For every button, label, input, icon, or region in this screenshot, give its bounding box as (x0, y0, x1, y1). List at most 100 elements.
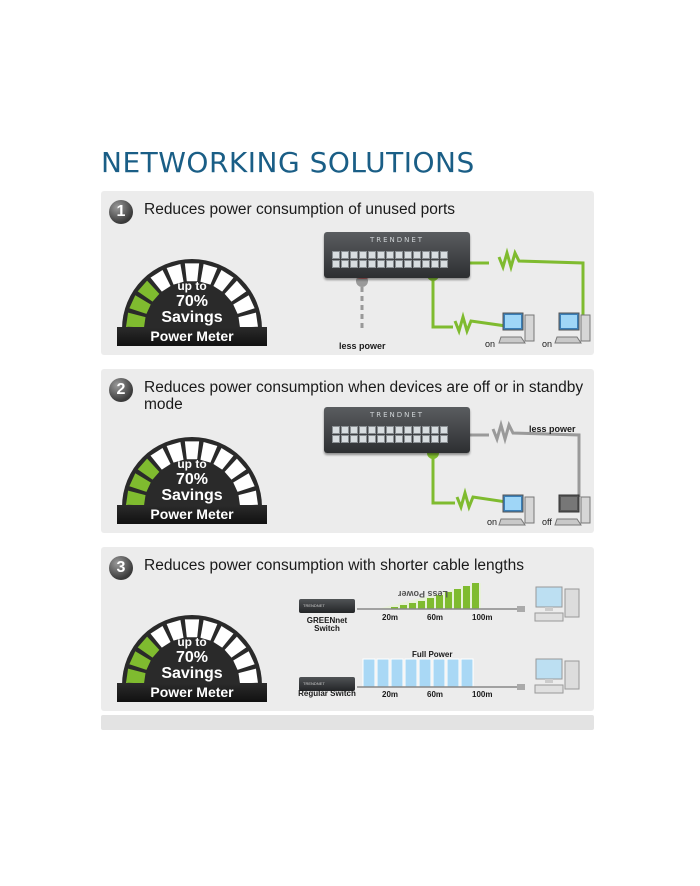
power-bar (427, 598, 434, 609)
switch-port (440, 426, 448, 434)
meter-segment (200, 442, 218, 463)
meter-segment (166, 620, 184, 641)
meter-segment (224, 636, 247, 658)
switch-port (413, 251, 421, 259)
switch-port (368, 426, 376, 434)
switch-port (440, 260, 448, 268)
switch-brand: TRENDNET (369, 411, 425, 419)
pc-status-label: on (542, 339, 553, 349)
switch-port (386, 435, 394, 443)
meter-segment (166, 442, 184, 463)
power-bar (446, 658, 460, 688)
computer-on-icon (498, 494, 535, 526)
switch-port (422, 260, 430, 268)
meter-segment (184, 619, 200, 638)
step-heading: Reduces power consumption with shorter c… (144, 557, 524, 574)
distance-label: 60m (427, 613, 444, 622)
power-bar (432, 658, 446, 688)
meter-up-to: up to (177, 635, 207, 649)
pc-status-label: on (485, 339, 496, 349)
switch-port (359, 426, 367, 434)
meter-segment (184, 441, 200, 460)
power-meter-gauge-icon (122, 615, 262, 685)
switch-port (368, 260, 376, 268)
less-power-label: less power (339, 341, 386, 351)
switch-port (422, 251, 430, 259)
switch-port (359, 435, 367, 443)
computer-icon (534, 586, 580, 622)
distance-label: 100m (472, 613, 493, 622)
meter-segment (150, 447, 171, 470)
switch-port (359, 260, 367, 268)
pc-status-label: off (542, 517, 552, 527)
meter-segment (137, 280, 160, 302)
switch-port (332, 251, 340, 259)
network-switch: TRENDNET (324, 232, 470, 278)
meter-label: Power Meter (117, 683, 267, 702)
computer-off-icon (554, 494, 591, 526)
greennet-switch-label: GREENnet Switch (306, 616, 348, 633)
meter-segment (126, 312, 146, 328)
power-meter: up to 70% Savings Power Meter (117, 421, 267, 526)
meter-segment (213, 269, 234, 292)
meter-segment (129, 473, 151, 492)
meter-segment (224, 280, 247, 302)
switch-port (431, 426, 439, 434)
meter-segment (129, 651, 151, 670)
switch-port (332, 435, 340, 443)
switch-port (350, 426, 358, 434)
switch-port (431, 260, 439, 268)
meter-segment (238, 312, 258, 328)
distance-label: 20m (382, 690, 399, 699)
computer-icon (534, 658, 580, 694)
switch-port (404, 251, 412, 259)
step-number-badge: 2 (109, 378, 133, 402)
meter-segment (233, 651, 255, 670)
power-bar (454, 589, 461, 609)
power-bar (436, 595, 443, 609)
power-meter-gauge-icon (122, 259, 262, 329)
power-meter: up to 70% Savings Power Meter (117, 599, 267, 704)
meter-segment (137, 458, 160, 480)
switch-port (341, 435, 349, 443)
switch-port (413, 260, 421, 268)
computer-on-icon (554, 312, 591, 344)
distance-label: 20m (382, 613, 399, 622)
meter-segment (224, 458, 247, 480)
switch-port (395, 435, 403, 443)
meter-segment (150, 269, 171, 292)
meter-savings: Savings (161, 665, 223, 682)
pc-status-label: on (487, 517, 498, 527)
panel-unused-ports: 1 Reduces power consumption of unused po… (101, 191, 594, 355)
meter-segment (233, 295, 255, 314)
switch-port (404, 435, 412, 443)
power-bar (409, 603, 416, 609)
meter-segment (137, 636, 160, 658)
footer-strip (101, 715, 594, 730)
switch-port (422, 435, 430, 443)
network-switch: TRENDNET (324, 407, 470, 453)
switch-port (350, 435, 358, 443)
switch-port (422, 426, 430, 434)
switch-port (386, 426, 394, 434)
full-power-label: Full Power (412, 650, 453, 659)
switch-port (404, 426, 412, 434)
greennet-switch: TRENDNET (299, 599, 355, 613)
meter-segment (233, 473, 255, 492)
regular-switch: TRENDNET (299, 677, 355, 691)
meter-percent: 70% (175, 649, 209, 666)
less-power-label: less power (529, 424, 576, 434)
power-bar (400, 605, 407, 609)
switch-port (413, 426, 421, 434)
power-bar (460, 658, 474, 688)
step-heading: Reduces power consumption when devices a… (144, 379, 584, 413)
power-meter-gauge-icon (122, 437, 262, 507)
step-number-badge: 3 (109, 556, 133, 580)
meter-percent: 70% (175, 471, 209, 488)
power-bar (391, 607, 398, 609)
switch-port (413, 435, 421, 443)
step-number-badge: 1 (109, 200, 133, 224)
switch-port (404, 260, 412, 268)
meter-percent: 70% (175, 293, 209, 310)
power-meter: up to 70% Savings Power Meter (117, 243, 267, 348)
